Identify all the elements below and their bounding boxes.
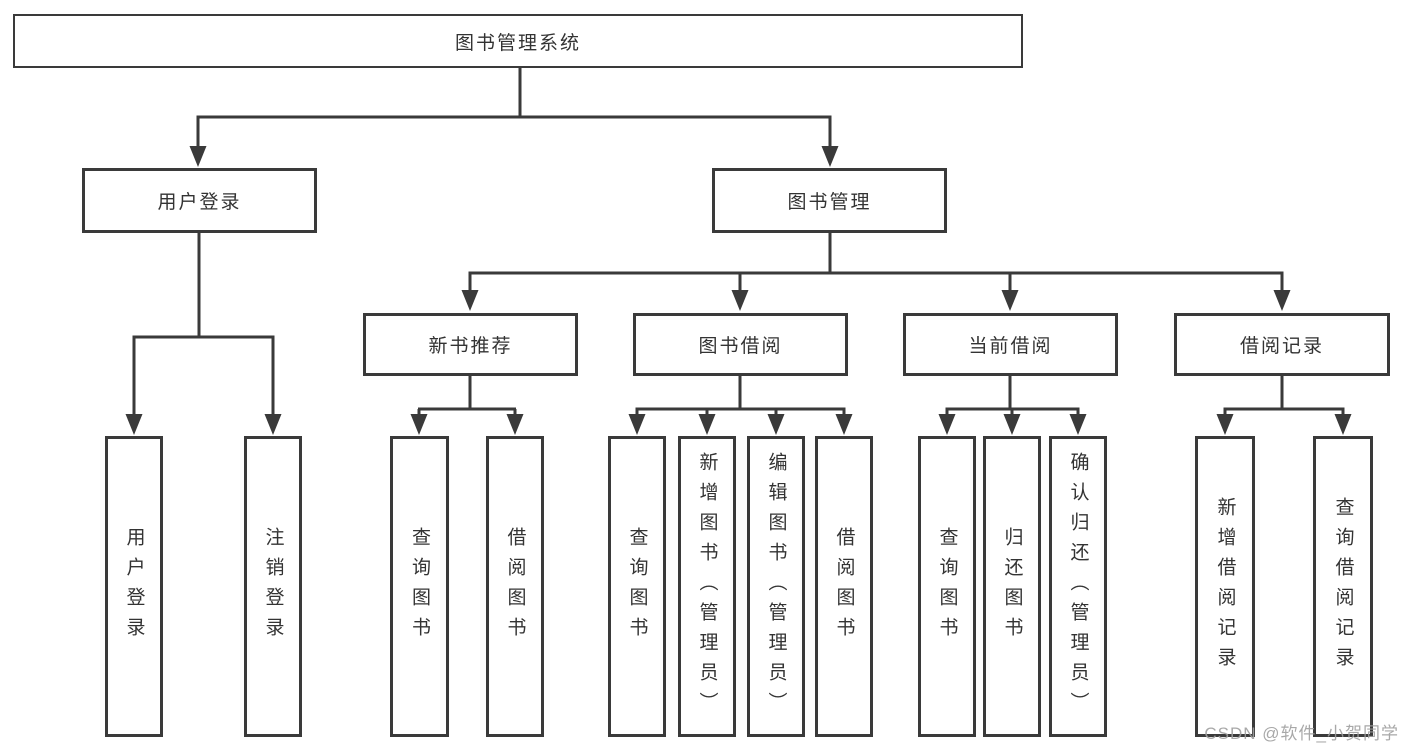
leaf-borrow-books-borrowing: 借阅图书 [815, 436, 873, 737]
leaf-user-login: 用户登录 [105, 436, 163, 737]
node-book-management: 图书管理 [712, 168, 947, 233]
node-borrowing-records: 借阅记录 [1174, 313, 1390, 376]
leaf-label: 查询图书 [409, 526, 430, 647]
leaf-query-borrow-record: 查询借阅记录 [1313, 436, 1373, 737]
watermark-csdn: CSDN @软件_小贺同学 [1204, 724, 1399, 743]
node-label: 用户登录 [157, 192, 242, 213]
leaf-label: 注销登录 [262, 526, 284, 647]
leaf-query-books-current: 查询图书 [918, 436, 976, 737]
leaf-label: 借阅图书 [504, 526, 526, 647]
leaf-label: 编辑图书（管理员） [765, 451, 787, 722]
leaf-query-books-borrowing: 查询图书 [608, 436, 666, 737]
leaf-label: 确认归还（管理员） [1067, 451, 1089, 722]
leaf-borrow-books-recommend: 借阅图书 [486, 436, 544, 737]
node-label: 新书推荐 [428, 336, 513, 357]
node-label: 图书管理 [787, 192, 872, 213]
leaf-label: 新增图书（管理员） [696, 451, 718, 722]
node-label: 图书管理系统 [454, 32, 581, 54]
leaf-label: 查询图书 [626, 526, 648, 647]
node-label: 借阅记录 [1239, 336, 1324, 357]
node-book-borrowing: 图书借阅 [633, 313, 848, 376]
leaf-query-books-recommend: 查询图书 [390, 436, 449, 737]
leaf-label: 查询借阅记录 [1332, 496, 1354, 677]
node-label: 图书借阅 [698, 336, 783, 357]
leaf-label: 查询图书 [936, 526, 958, 647]
node-library-management-system: 图书管理系统 [13, 14, 1023, 68]
node-new-book-recommendation: 新书推荐 [363, 313, 578, 376]
leaf-add-book-admin: 新增图书（管理员） [678, 436, 736, 737]
node-user-login: 用户登录 [82, 168, 317, 233]
leaf-label: 新增借阅记录 [1214, 496, 1236, 677]
leaf-add-borrow-record: 新增借阅记录 [1195, 436, 1255, 737]
leaf-logout: 注销登录 [244, 436, 302, 737]
leaf-edit-book-admin: 编辑图书（管理员） [747, 436, 805, 737]
leaf-return-book: 归还图书 [983, 436, 1041, 737]
node-current-borrowing: 当前借阅 [903, 313, 1118, 376]
leaf-confirm-return-admin: 确认归还（管理员） [1049, 436, 1107, 737]
node-label: 当前借阅 [968, 336, 1053, 357]
leaf-label: 归还图书 [1001, 526, 1023, 647]
leaf-label: 用户登录 [123, 526, 145, 647]
leaf-label: 借阅图书 [833, 526, 855, 647]
